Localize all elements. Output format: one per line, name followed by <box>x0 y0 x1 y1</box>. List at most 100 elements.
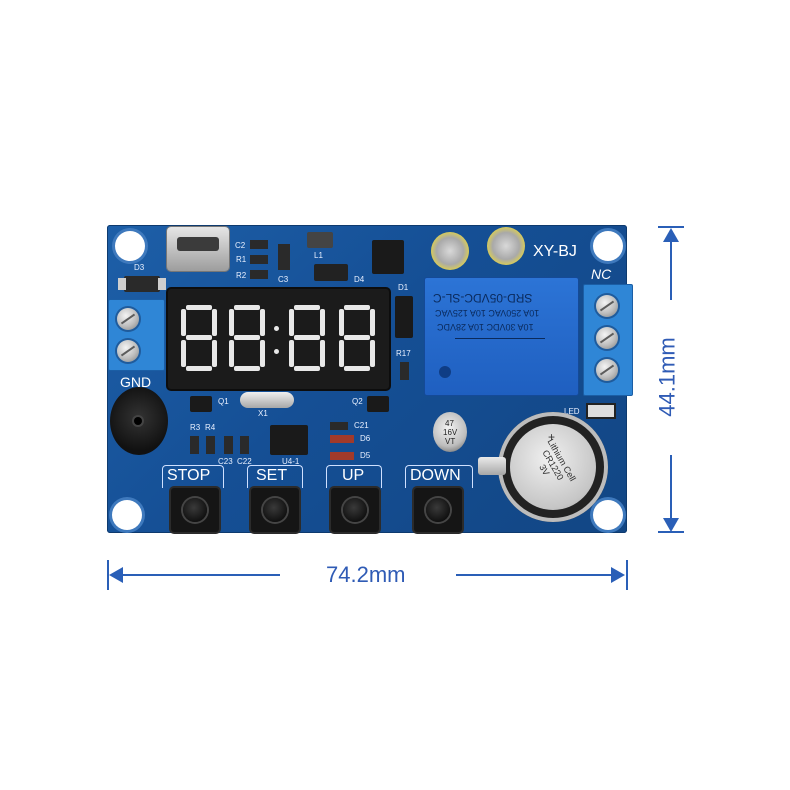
buzzer <box>110 387 168 455</box>
label-u4: U4-1 <box>282 457 300 466</box>
button-label-frame-down <box>405 465 473 488</box>
smd-component <box>250 270 268 279</box>
label-l1: L1 <box>314 251 323 260</box>
crystal-x1 <box>240 392 294 408</box>
label-d5: D5 <box>360 451 371 460</box>
nc-label: NC <box>591 266 612 282</box>
smd-component <box>206 436 215 454</box>
smd-component <box>250 255 268 264</box>
relay-rivet <box>439 366 451 378</box>
width-arrow-right-icon <box>611 567 625 583</box>
capacitor-top-2 <box>487 227 525 265</box>
coin-cell-battery: Lithium Cell CR1220 3V + <box>510 424 596 510</box>
label-c22: C22 <box>237 457 252 466</box>
diode-d3 <box>124 276 160 292</box>
width-dimension-left-tick <box>107 560 109 590</box>
label-r1: R1 <box>236 255 247 264</box>
smd-component <box>250 240 268 249</box>
label-x1: X1 <box>258 409 268 418</box>
up-button[interactable] <box>331 488 379 532</box>
width-dimension-right-tick <box>626 560 628 590</box>
smd-component <box>190 436 199 454</box>
ic-u4 <box>270 425 308 455</box>
width-dimension-label: 74.2mm <box>326 562 406 587</box>
relay: SRD-05VDC-SL-C 10A 250VAC 10A 125VAC 10A… <box>424 277 579 396</box>
inductor-l1-chip <box>307 232 333 248</box>
relay-rating-ac: 10A 250VAC 10A 125VAC <box>435 308 540 318</box>
brand-label: XY-BJ <box>533 243 577 260</box>
gnd-label: GND <box>120 374 152 390</box>
led-component <box>588 405 614 417</box>
power-terminal-block <box>108 299 165 371</box>
smd-component <box>330 422 348 430</box>
label-led: LED <box>564 407 580 416</box>
smd-component <box>400 362 409 380</box>
button-label-set: SET <box>256 467 288 484</box>
button-label-frame-stop <box>162 465 224 488</box>
height-dimension-bottom-tick <box>658 531 684 533</box>
digit-3 <box>288 305 326 371</box>
label-q1: Q1 <box>218 397 229 406</box>
label-r4: R4 <box>205 423 216 432</box>
mounting-hole-bottom-right <box>593 500 623 530</box>
capacitor-47uf: 47 16V VT <box>433 412 467 452</box>
relay-rating-dc: 10A 30VDC 10A 28VDC <box>437 322 534 332</box>
screw <box>596 359 618 381</box>
stop-button[interactable] <box>171 488 219 532</box>
width-dimension-line-right <box>456 574 614 576</box>
label-c21: C21 <box>354 421 369 430</box>
diode-d5 <box>330 452 354 460</box>
seven-segment-display <box>168 289 389 389</box>
label-c2: C2 <box>235 241 246 250</box>
smd-component <box>224 436 233 454</box>
coin-cell-clip <box>478 457 506 475</box>
diode-d6 <box>330 435 354 443</box>
digit-1 <box>180 305 218 371</box>
height-arrow-up-icon <box>663 228 679 242</box>
mounting-hole-bottom-left <box>112 500 142 530</box>
height-dimension-line-lower <box>670 455 672 525</box>
relay-terminal-block <box>583 284 633 396</box>
transistor-q1 <box>190 396 212 412</box>
ic-chip <box>372 240 404 274</box>
relay-model: SRD-05VDC-SL-C <box>433 291 533 305</box>
label-r17: R17 <box>396 349 411 358</box>
diode-d1 <box>395 296 413 338</box>
label-c3: C3 <box>278 275 289 284</box>
label-d4: D4 <box>354 275 365 284</box>
screw <box>117 340 139 362</box>
relay-cert-marks <box>455 338 545 359</box>
smd-component <box>278 244 290 270</box>
height-arrow-down-icon <box>663 518 679 532</box>
screw <box>117 308 139 330</box>
button-label-frame-set <box>247 465 303 488</box>
colon-dot-bottom <box>274 349 279 354</box>
transistor-q2 <box>367 396 389 412</box>
digit-2 <box>228 305 266 371</box>
set-button[interactable] <box>251 488 299 532</box>
screw <box>596 295 618 317</box>
battery-plus: + <box>548 430 556 444</box>
down-button[interactable] <box>414 488 462 532</box>
button-label-stop: STOP <box>167 467 211 484</box>
button-label-up: UP <box>342 467 365 484</box>
width-dimension-line-left <box>120 574 280 576</box>
label-q2: Q2 <box>352 397 363 406</box>
capacitor-top-1 <box>431 232 469 270</box>
chip-ss16 <box>314 264 348 281</box>
width-arrow-left-icon <box>109 567 123 583</box>
label-d6: D6 <box>360 434 371 443</box>
pad <box>158 278 166 290</box>
label-d1: D1 <box>398 283 409 292</box>
label-d3: D3 <box>134 263 145 272</box>
label-c23: C23 <box>218 457 233 466</box>
smd-component <box>240 436 249 454</box>
digit-4 <box>338 305 376 371</box>
micro-usb-connector <box>167 227 229 271</box>
height-dimension-label: 44.1mm <box>654 337 680 417</box>
label-r2: R2 <box>236 271 247 280</box>
pad <box>118 278 126 290</box>
coin-cell-holder: Lithium Cell CR1220 3V + <box>498 412 608 522</box>
button-label-frame-up <box>326 465 382 488</box>
button-label-down: DOWN <box>410 467 461 484</box>
